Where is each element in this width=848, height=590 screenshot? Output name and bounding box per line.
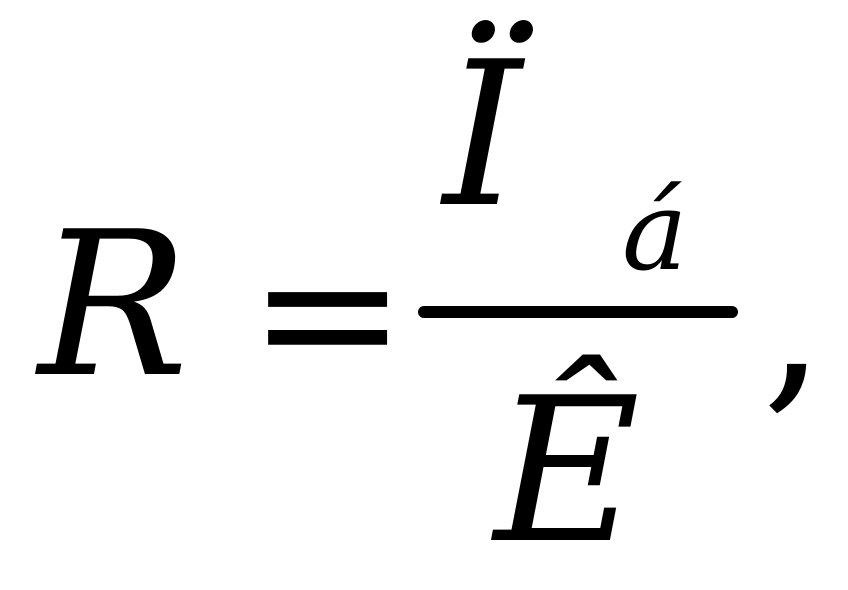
trailing-comma: , xyxy=(762,201,826,434)
numerator-subscript: á xyxy=(622,167,688,295)
fraction-numerator: Ï xyxy=(443,19,523,252)
fraction-denominator: Ê xyxy=(494,355,640,588)
equals-sign: = xyxy=(248,202,408,423)
formula-lhs: R xyxy=(38,189,189,422)
fraction-bar xyxy=(418,306,738,318)
